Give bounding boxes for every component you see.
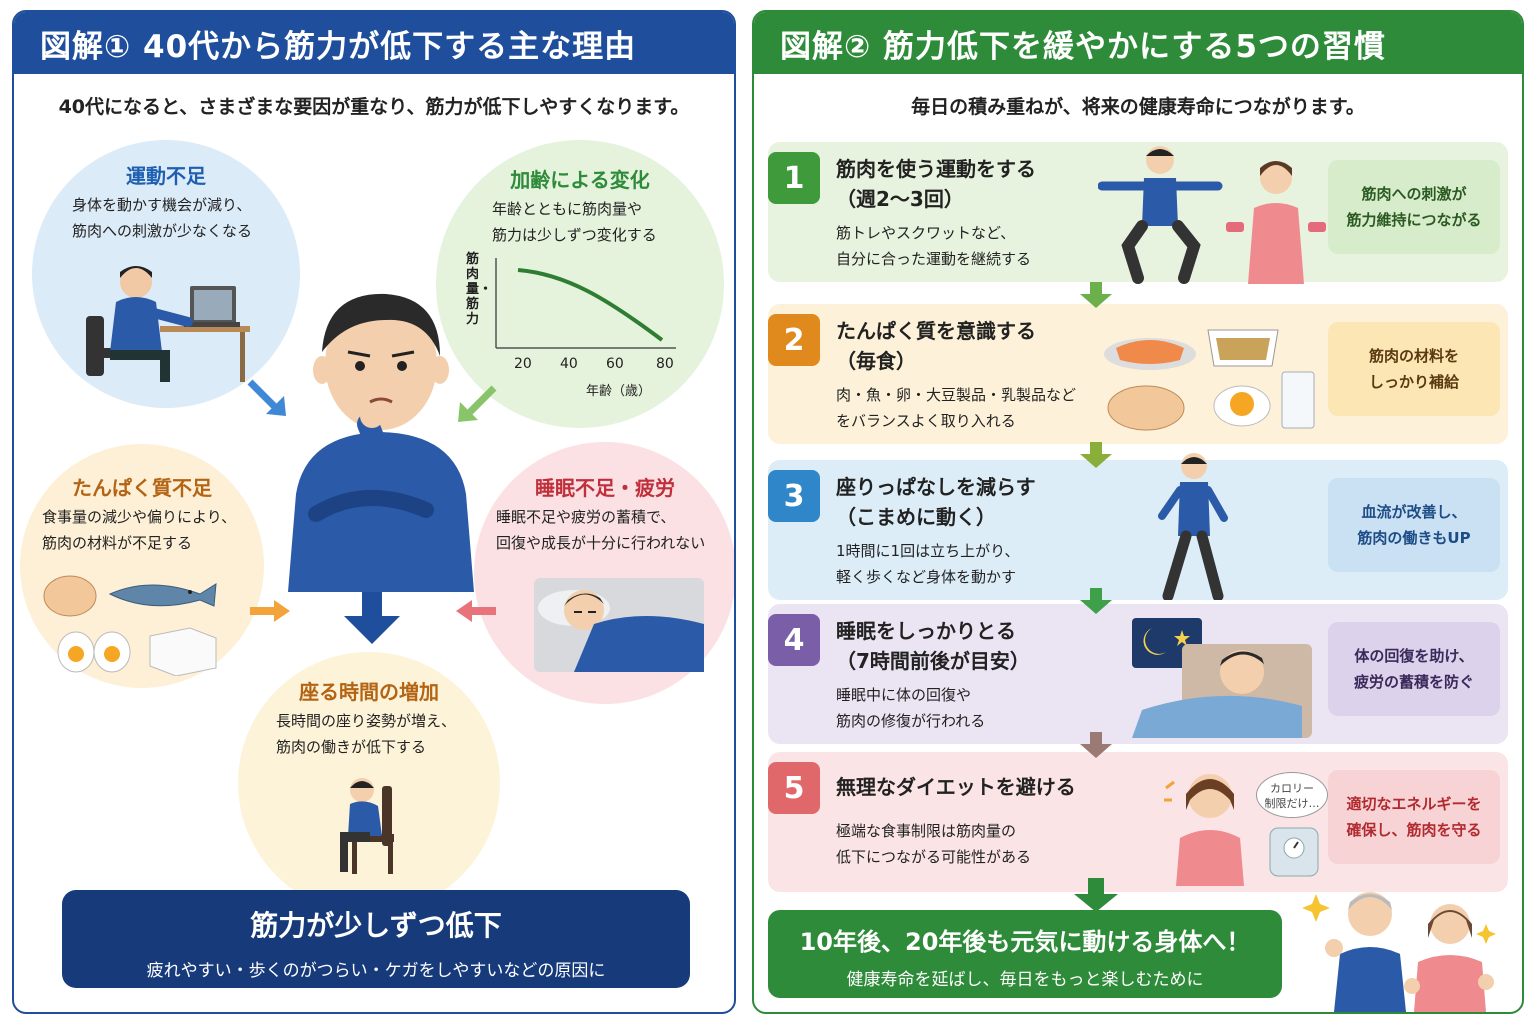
arrow-icon — [247, 379, 286, 416]
step-number-badge: 5 — [768, 762, 820, 814]
circle-sitting-time: 座る時間の増加 長時間の座り姿勢が増え、 筋肉の働きが低下する — [238, 652, 500, 914]
circle-text: 年齢とともに筋肉量や 筋力は少しずつ変化する — [492, 200, 657, 244]
exercise-people-illustration — [1098, 146, 1326, 284]
step-benefit-note: 筋肉への刺激が筋力維持につながる — [1328, 160, 1500, 254]
result-box: 筋力が少しずつ低下 疲れやすい・歩くのがつらい・ケガをしやすいなどの原因に — [62, 890, 690, 988]
final-message-box: 10年後、20年後も元気に動ける身体へ！ 健康寿命を延ばし、毎日をもっと楽しむた… — [768, 910, 1282, 998]
protein-foods-illustration — [1104, 329, 1315, 431]
circle-title: たんぱく質不足 — [72, 476, 212, 500]
circle-text: 身体を動かす機会が減り、 筋肉への刺激が少なくなる — [72, 196, 253, 240]
panel-habits: 図解② 筋力低下を緩やかにする5つの習慣 毎日の積み重ねが、将来の健康寿命につな… — [752, 10, 1524, 1014]
worried-man-illustration — [288, 293, 474, 592]
sitting-man-illustration — [340, 778, 394, 874]
arrow-icon — [458, 385, 497, 422]
final-title: 10年後、20年後も元気に動ける身体へ！ — [799, 928, 1251, 956]
circle-sleep-fatigue: 睡眠不足・疲労 睡眠不足や疲労の蓄積で、 回復や成長が十分に行われない — [474, 442, 734, 704]
step-number-badge: 4 — [768, 614, 820, 666]
habit-step-4: 4 睡眠をしっかりとる（7時間前後が目安） 睡眠中に体の回復や筋肉の修復が行われ… — [768, 604, 1508, 744]
muscle-age-chart — [495, 258, 676, 349]
habit-step-5: 5 無理なダイエットを避ける 極端な食事制限は筋肉量の低下につながる可能性がある… — [768, 752, 1508, 892]
step-benefit-note: 血流が改善し、筋肉の働きもUP — [1328, 478, 1500, 572]
step-number-badge: 1 — [768, 152, 820, 204]
circle-text: 食事量の減少や偏りにより、 筋肉の材料が不足する — [42, 508, 237, 552]
final-subtitle: 健康寿命を延ばし、毎日をもっと楽しむために — [846, 970, 1204, 990]
chart-x-tick: 40 — [560, 356, 578, 372]
step-number-badge: 2 — [768, 314, 820, 366]
chart-x-tick: 20 — [514, 356, 532, 372]
protein-foods-illustration — [43, 575, 217, 676]
circle-title: 運動不足 — [126, 164, 206, 188]
step-description: 1時間に1回は立ち上がり、軽く歩くなど身体を動かす — [836, 542, 1020, 586]
step-benefit-note: 筋肉の材料をしっかり補給 — [1328, 322, 1500, 416]
step-title: 睡眠をしっかりとる（7時間前後が目安） — [836, 619, 1030, 673]
worried-woman-illustration — [1164, 774, 1244, 886]
step-description: 肉・魚・卵・大豆製品・乳製品などをバランスよく取り入れる — [836, 386, 1077, 430]
panel-header-habits: 図解② 筋力低下を緩やかにする5つの習慣 — [754, 12, 1522, 74]
scale-icon — [1269, 827, 1319, 877]
habit-step-2: 2 たんぱく質を意識する（毎食） 肉・魚・卵・大豆製品・乳製品などをバランスよく… — [768, 304, 1508, 444]
chart-x-tick: 80 — [656, 356, 674, 372]
arrow-down-icon — [344, 592, 400, 644]
circle-text: 睡眠不足や疲労の蓄積で、 回復や成長が十分に行われない — [496, 508, 706, 552]
step-title: 無理なダイエットを避ける — [836, 775, 1076, 799]
panel-subtitle-habits: 毎日の積み重ねが、将来の健康寿命につながります。 — [911, 96, 1365, 118]
step-benefit-note: 体の回復を助け、疲労の蓄積を防ぐ — [1328, 622, 1500, 716]
arrow-down-icon — [1080, 442, 1112, 468]
step-benefit-note: 適切なエネルギーを確保し、筋肉を守る — [1328, 770, 1500, 864]
step-title: たんぱく質を意識する（毎食） — [836, 319, 1036, 373]
step-description: 睡眠中に体の回復や筋肉の修復が行われる — [836, 686, 986, 730]
arrow-icon — [250, 600, 290, 622]
sleeping-man-illustration — [534, 578, 704, 672]
walking-man-illustration — [1158, 453, 1228, 600]
habit-step-1: 1 筋肉を使う運動をする（週2〜3回） 筋トレやスクワットなど、自分に合った運動… — [768, 142, 1508, 284]
circle-title: 睡眠不足・疲労 — [535, 476, 675, 500]
chart-line — [517, 268, 664, 342]
result-title: 筋力が少しずつ低下 — [250, 909, 502, 942]
panel-reasons: 図解① 40代から筋力が低下する主な理由 40代になると、さまざまな要因が重なり… — [12, 10, 736, 1014]
calorie-speech-bubble: カロリー制限だけ… — [1256, 772, 1328, 818]
chart-x-tick: 60 — [606, 356, 624, 372]
arrow-down-icon — [1080, 282, 1112, 308]
chart-x-label: 年齢（歳） — [586, 384, 652, 399]
arrow-down-icon — [1074, 878, 1118, 912]
panel-subtitle-reasons: 40代になると、さまざまな要因が重なり、筋力が低下しやすくなります。 — [58, 96, 690, 118]
step-title: 筋肉を使う運動をする（週2〜3回） — [836, 157, 1036, 211]
step-description: 極端な食事制限は筋肉量の低下につながる可能性がある — [836, 822, 1032, 866]
panel-header-reasons: 図解① 40代から筋力が低下する主な理由 — [14, 12, 734, 74]
step-description: 筋トレやスクワットなど、自分に合った運動を継続する — [836, 224, 1032, 268]
circle-aging: 加齢による変化 年齢とともに筋肉量や 筋力は少しずつ変化する 筋肉量・筋力 20… — [436, 140, 724, 428]
habit-step-3: 3 座りっぱなしを減らす（こまめに動く） 1時間に1回は立ち上がり、軽く歩くなど… — [768, 453, 1508, 600]
circle-title: 加齢による変化 — [510, 168, 650, 192]
circle-protein-shortage: たんぱく質不足 食事量の減少や偏りにより、 筋肉の材料が不足する — [20, 444, 264, 688]
arrow-down-icon — [1080, 732, 1112, 758]
circle-title: 座る時間の増加 — [299, 680, 439, 704]
happy-seniors-illustration — [1302, 892, 1496, 1012]
sleeping-man-illustration — [1132, 618, 1312, 738]
arrow-down-icon — [1080, 588, 1112, 614]
man-at-computer-illustration — [86, 266, 250, 382]
circle-text: 長時間の座り姿勢が増え、 筋肉の働きが低下する — [276, 712, 457, 756]
step-number-badge: 3 — [768, 470, 820, 522]
step-title: 座りっぱなしを減らす（こまめに動く） — [836, 475, 1036, 529]
result-subtitle: 疲れやすい・歩くのがつらい・ケガをしやすいなどの原因に — [146, 961, 606, 981]
circle-exercise-shortage: 運動不足 身体を動かす機会が減り、 筋肉への刺激が少なくなる — [32, 140, 300, 408]
arrow-icon — [456, 600, 496, 622]
